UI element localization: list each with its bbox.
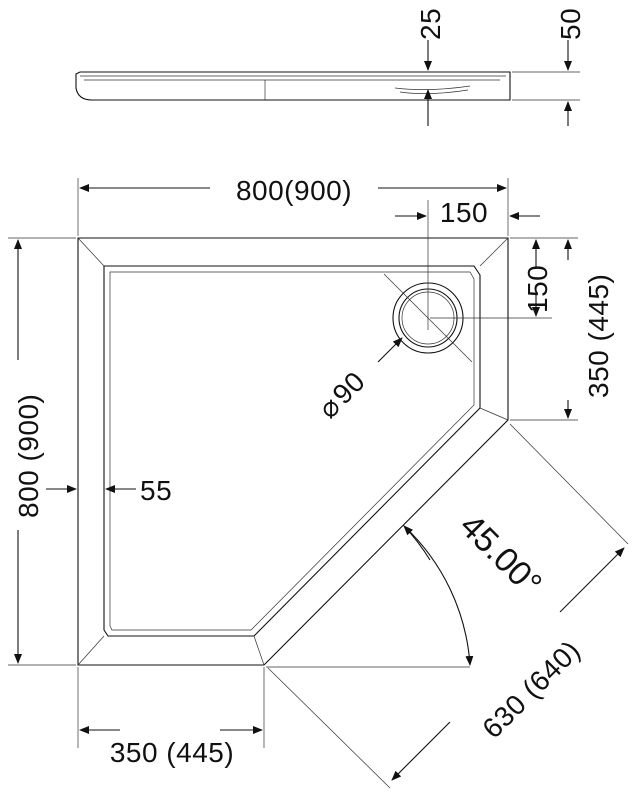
- overall-depth-label: 800 (900): [13, 394, 44, 518]
- diagonal-dim-line-bottom: [391, 721, 451, 781]
- drain-offset-y-label: 150: [522, 265, 553, 313]
- top-view: 800(900) 150 150 350 (445) 800 (900) 55 …: [8, 175, 629, 789]
- diagonal-dim-line-top: [559, 547, 625, 613]
- diagonal-length-label: 630 (640): [476, 634, 586, 744]
- total-height-label: 50: [555, 8, 586, 40]
- rim-width-label: 55: [140, 475, 172, 506]
- overall-width-label: 800(900): [236, 175, 352, 206]
- tray-outer-outline: [77, 237, 509, 666]
- right-side-length-label: 350 (445): [583, 274, 614, 398]
- tray-profile-outline: [75, 71, 511, 101]
- bottom-side-length-label: 350 (445): [110, 737, 234, 768]
- angle-arc: [403, 525, 474, 666]
- tray-inner-outline: [103, 265, 481, 637]
- angle-label: 45.00°: [452, 507, 549, 604]
- side-profile-view: 25 50: [75, 8, 586, 126]
- drain-offset-x-label: 150: [440, 197, 488, 228]
- drain-diameter-leader: [377, 337, 403, 363]
- rim-height-label: 25: [415, 8, 446, 40]
